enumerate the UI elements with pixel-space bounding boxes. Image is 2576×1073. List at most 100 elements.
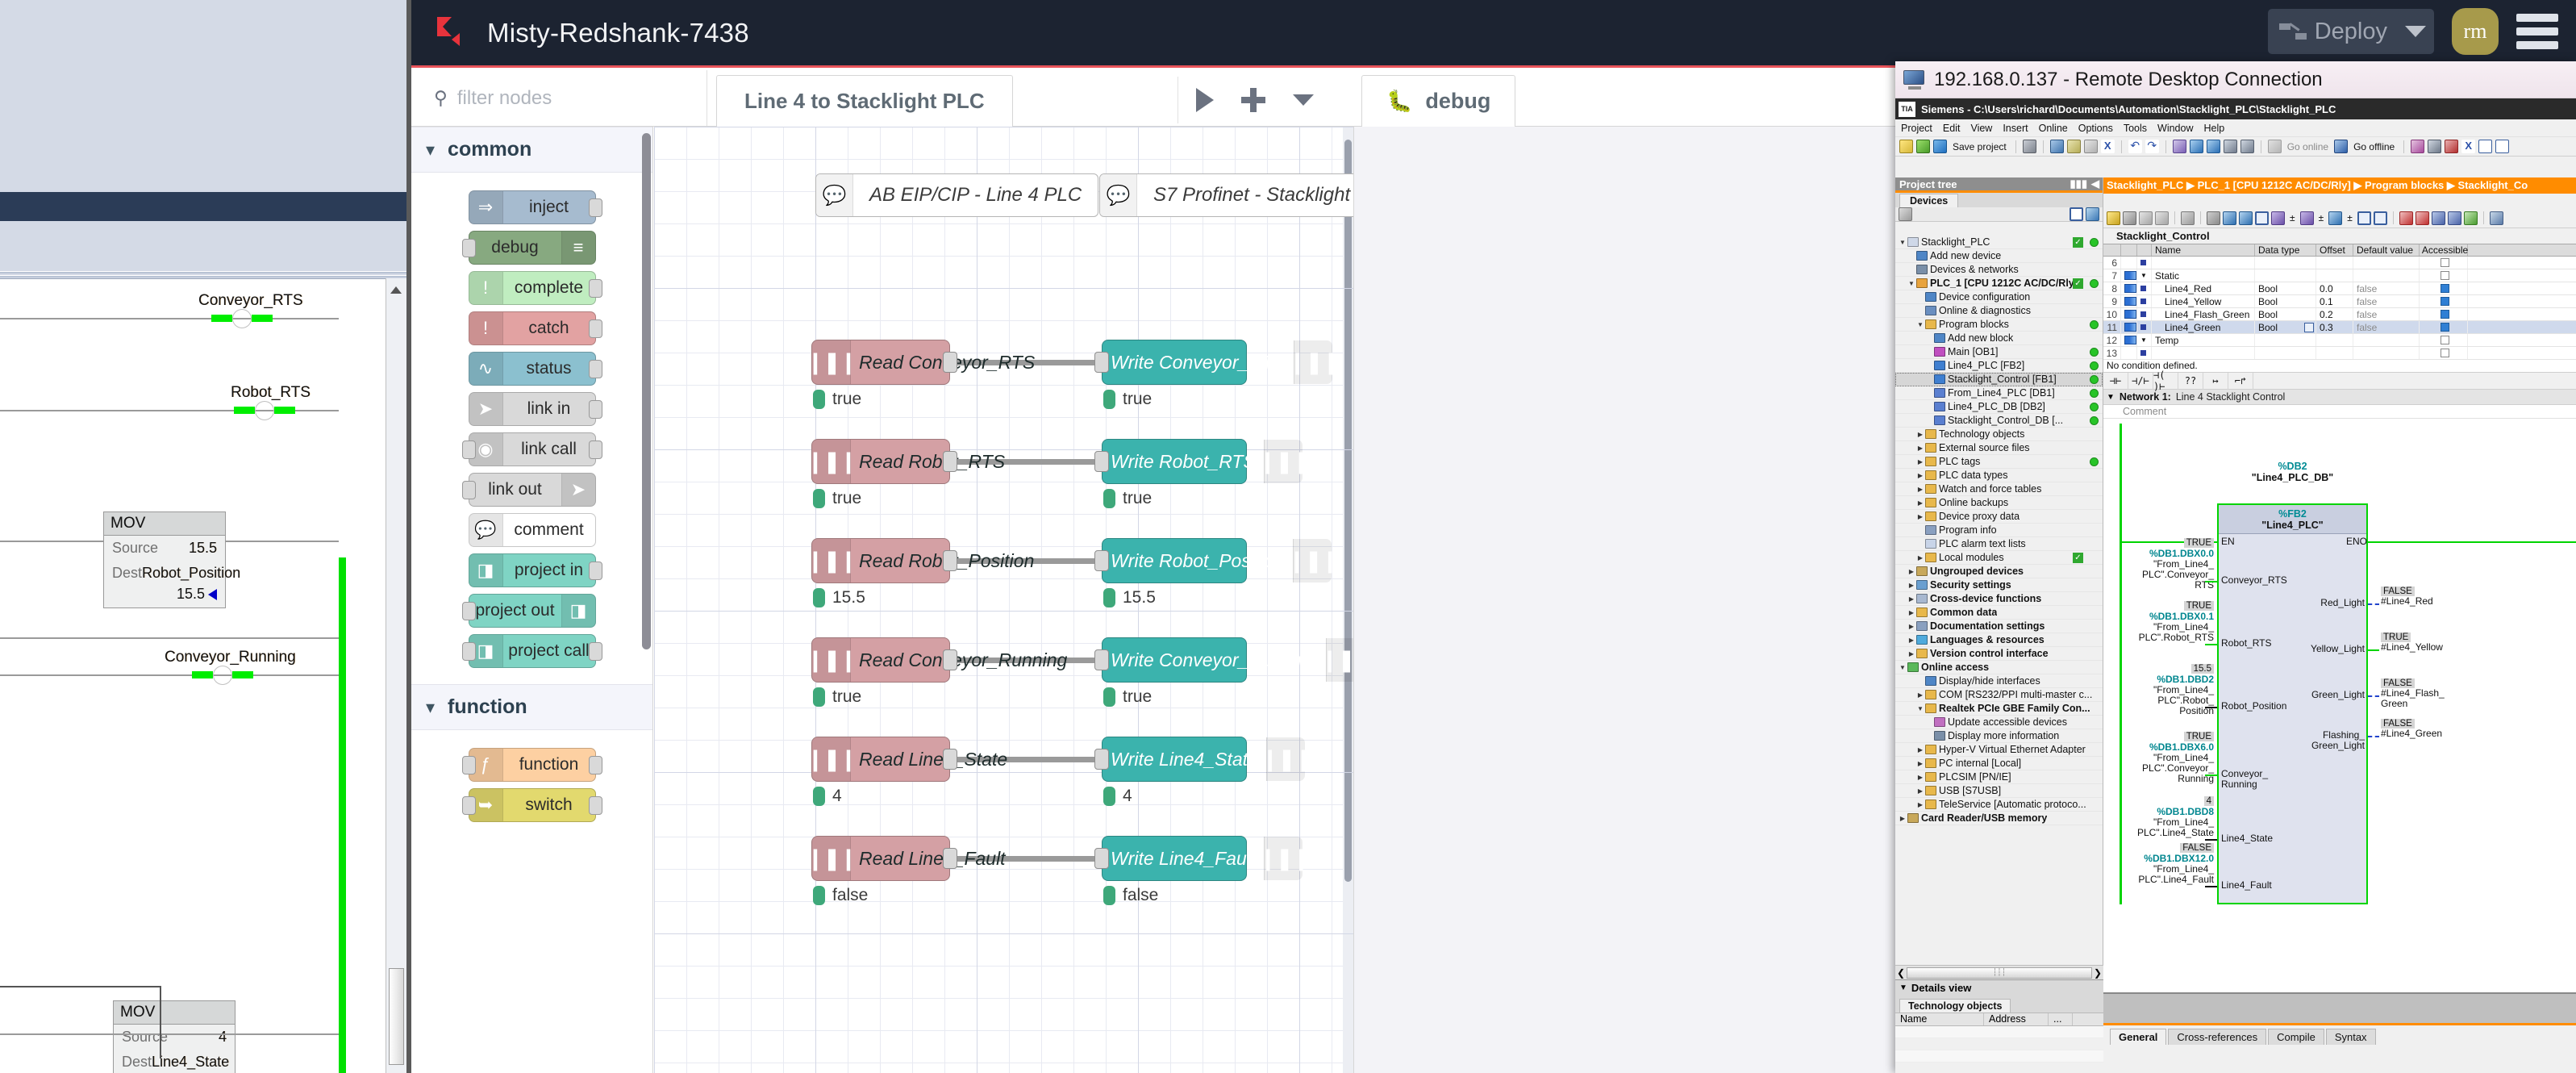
row-default-value[interactable]: false — [2353, 321, 2420, 333]
node-output-port[interactable] — [589, 756, 602, 774]
insert-row-above-icon[interactable] — [2107, 211, 2120, 225]
tree-item-com-rs232-ppi-multi-master-c[interactable]: ▶COM [RS232/PPI multi-master c... — [1895, 688, 2103, 702]
node-output-port[interactable] — [943, 749, 957, 770]
row-default-value[interactable] — [2353, 334, 2420, 346]
fb-input-operand[interactable]: TRUE%DB1.DBX0.1"From_Line4_ PLC".Robot_R… — [2109, 599, 2214, 643]
upload-from-device-icon[interactable] — [2207, 140, 2220, 153]
palette-scrollbar[interactable] — [642, 133, 651, 649]
tree-item-plc-alarm-text-lists[interactable]: PLC alarm text lists — [1895, 537, 2103, 551]
chevron-right-icon[interactable]: ▶ — [1915, 458, 1925, 466]
search-input[interactable]: ⚲ filter nodes — [421, 70, 707, 126]
fb-output-operand[interactable]: FALSE#Line4_Green — [2381, 717, 2442, 739]
details-view-header[interactable]: ▼ Details view — [1895, 980, 2103, 996]
redo-icon[interactable]: ↷ — [2145, 140, 2159, 153]
go-offline-label[interactable]: Go offline — [2353, 141, 2395, 152]
fb-input-operand[interactable]: TRUE%DB1.DBX6.0"From_Line4_ PLC".Conveyo… — [2109, 730, 2214, 784]
horizontal-scrollbar[interactable]: ❮ ┆┆┆ ❯ — [1895, 965, 2103, 979]
node-output-port[interactable] — [589, 796, 602, 815]
row-name[interactable] — [2152, 257, 2255, 269]
palette-node-inject[interactable]: ⇒inject — [469, 190, 596, 224]
row-data-type[interactable] — [2255, 334, 2316, 346]
flow-node-read[interactable]: ❙❚❙Read Line4_Fault — [811, 836, 950, 881]
tree-item-version-control-interface[interactable]: ▶Version control interface — [1895, 647, 2103, 661]
move-down-icon[interactable] — [2155, 211, 2169, 225]
tree-item-stacklight-control-db[interactable]: Stacklight_Control_DB [... — [1895, 414, 2103, 428]
close-icon[interactable]: X — [2461, 140, 2475, 153]
tree-item-technology-objects[interactable]: ▶Technology objects — [1895, 428, 2103, 441]
menu-help[interactable]: Help — [2203, 123, 2224, 134]
row-data-type[interactable]: Bool — [2255, 308, 2316, 320]
palette-node-switch[interactable]: ➥switch — [469, 788, 596, 822]
tree-item-devices-networks[interactable]: Devices & networks — [1895, 263, 2103, 277]
mov-instruction[interactable]: MOV Source 15.5 Dest Robot_Position 15.5 — [103, 511, 226, 608]
chevron-down-icon[interactable]: ▼ — [1915, 705, 1925, 712]
chevron-right-icon[interactable]: ▶ — [1907, 650, 1916, 658]
plus-icon[interactable] — [1241, 88, 1265, 112]
chevron-right-icon[interactable]: ▶ — [1915, 787, 1925, 795]
row-name[interactable]: Line4_Yellow — [2152, 295, 2255, 307]
chevron-right-icon[interactable]: ▶ — [1915, 746, 1925, 754]
tree-item-display-hide-interfaces[interactable]: Display/hide interfaces — [1895, 674, 2103, 688]
chevron-right-icon[interactable]: ▶ — [1915, 472, 1925, 479]
row-default-value[interactable] — [2353, 257, 2420, 269]
ladder-element-toolbar[interactable]: ⊣⊢⊣/⊢⊣( )⊢??↦⌐↱ — [2103, 372, 2576, 390]
menu-window[interactable]: Window — [2157, 123, 2193, 134]
row-accessible[interactable] — [2420, 308, 2468, 320]
save-project-label[interactable]: Save project — [1953, 141, 2007, 152]
node-input-port[interactable] — [1094, 848, 1109, 869]
flow-node-read[interactable]: ❙❚❙Read Robot_RTS — [811, 439, 950, 484]
inspector-tab-cross-references[interactable]: Cross-references — [2168, 1029, 2266, 1045]
tree-item-plcsim-pn-ie[interactable]: ▶PLCSIM [PN/IE] — [1895, 770, 2103, 784]
tree-item-plc-1-cpu-1212c-ac-dc-rly[interactable]: ▼PLC_1 [CPU 1212C AC/DC/Rly]✓ — [1895, 277, 2103, 290]
row-default-value[interactable]: false — [2353, 282, 2420, 294]
vertical-scrollbar[interactable] — [386, 278, 406, 1073]
tree-item-ungrouped-devices[interactable]: ▶Ungrouped devices — [1895, 565, 2103, 578]
menu-project[interactable]: Project — [1901, 123, 1932, 134]
chevron-right-icon[interactable]: ▶ — [1907, 637, 1916, 644]
fb-output-operand[interactable]: FALSE#Line4_Red — [2381, 585, 2433, 607]
chevron-down-icon[interactable]: ▼ — [1898, 664, 1907, 671]
undo-icon[interactable]: ↶ — [2128, 140, 2142, 153]
menu-edit[interactable]: Edit — [1943, 123, 1961, 134]
project-tree-tabs[interactable]: Devices — [1895, 193, 2103, 207]
chevron-down-icon[interactable]: ▼ — [2107, 393, 2115, 402]
node-output-port[interactable] — [589, 360, 602, 378]
interface-row[interactable]: 12▼Temp — [2103, 334, 2576, 347]
flow-node-write[interactable]: Write Line4_State❙❚❙ — [1102, 737, 1247, 782]
chevron-right-icon[interactable]: ▶ — [1907, 595, 1916, 603]
row-data-type[interactable] — [2255, 347, 2316, 359]
palette-node-debug[interactable]: debug≡ — [469, 231, 596, 265]
chevron-right-icon[interactable]: ▶ — [1915, 513, 1925, 520]
retain-icon[interactable] — [2181, 211, 2195, 225]
row-data-type[interactable]: Bool — [2255, 321, 2316, 333]
checkbox[interactable] — [2441, 297, 2449, 306]
chevron-right-icon[interactable]: ▶ — [1907, 568, 1916, 575]
flow-node-write[interactable]: Write Robot_RTS❙❚❙ — [1102, 439, 1247, 484]
fb-input-operand[interactable]: 4%DB1.DBD8"From_Line4_ PLC".Line4_State — [2109, 795, 2214, 838]
row-accessible[interactable] — [2420, 269, 2468, 282]
chevron-down-icon[interactable]: ▼ — [1899, 983, 1907, 992]
project-tree-toolbar[interactable] — [1895, 207, 2103, 222]
row-name[interactable]: Line4_Flash_Green — [2152, 308, 2255, 320]
row-default-value[interactable]: false — [2353, 295, 2420, 307]
copy-icon[interactable] — [2067, 140, 2081, 153]
show-comments-icon[interactable] — [2255, 211, 2269, 225]
palette-category-function[interactable]: ▾function — [411, 684, 652, 730]
ladder-network-canvas[interactable]: %DB2 "Line4_PLC_DB" %FB2 "Line4_PLC" EN … — [2103, 419, 2576, 919]
row-accessible[interactable] — [2420, 282, 2468, 294]
tree-item-watch-and-force-tables[interactable]: ▶Watch and force tables — [1895, 482, 2103, 496]
menu-insert[interactable]: Insert — [2003, 123, 2028, 134]
flow-node-read[interactable]: ❙❚❙Read Line4_State — [811, 737, 950, 782]
tree-item-plc-data-types[interactable]: ▶PLC data types — [1895, 469, 2103, 482]
row-name[interactable]: Line4_Green — [2152, 321, 2255, 333]
project-tree[interactable]: Project tree ▮▮▮ ◀ Devices — [1895, 177, 2103, 1073]
expand-networks-icon[interactable] — [2271, 211, 2285, 225]
row-name[interactable]: Temp — [2152, 334, 2255, 346]
tree-item-pc-internal-local[interactable]: ▶PC internal [Local] — [1895, 757, 2103, 770]
tab-debug[interactable]: 🐛 debug — [1361, 75, 1515, 127]
node-output-port[interactable] — [943, 352, 957, 373]
compile-icon[interactable] — [2173, 140, 2186, 153]
favorites-icon[interactable] — [2374, 211, 2387, 225]
inspector-tab-general[interactable]: General — [2110, 1029, 2166, 1045]
node-input-port[interactable] — [1094, 352, 1109, 373]
